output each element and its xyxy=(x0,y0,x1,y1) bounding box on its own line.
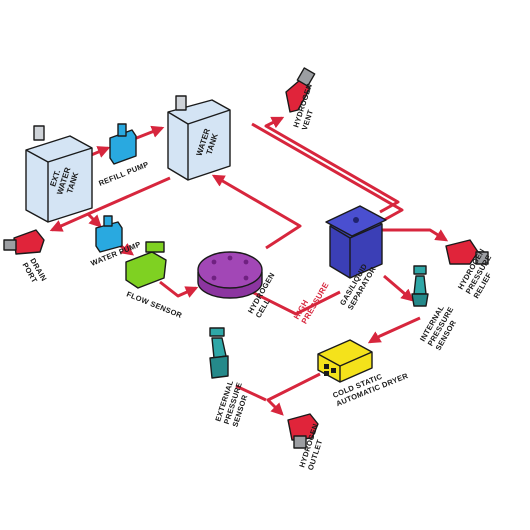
external-pressure-sensor: EXTERNAL PRESSURE SENSOR xyxy=(209,327,253,428)
automatic-dryer: COLD STATIC AUTOMATIC DRYER xyxy=(317,339,410,408)
pipe-refill-pump-to-water-tank xyxy=(133,125,165,141)
drain-port-label: DRAIN PORT xyxy=(20,257,49,290)
hydrogen-pressure-relief: HYDROGEN PRESSURE RELIEF xyxy=(445,239,494,300)
hydrogen-outlet: HYDROGEN OUTLET xyxy=(287,413,324,471)
pipe-separator-to-vent xyxy=(264,116,400,214)
pipe-ext-sensor-to-outlet xyxy=(235,384,267,402)
pipe-flow-sensor-to-cell xyxy=(159,280,199,298)
external-sensor-label: EXTERNAL PRESSURE SENSOR xyxy=(213,376,253,428)
refill-pump-label: REFILL PUMP xyxy=(97,160,150,188)
pipe-branch-to-water-pump xyxy=(86,212,102,228)
flow-sensor: FLOW SENSOR xyxy=(125,241,184,320)
hydrogen-cell: HYDROGEN CELL xyxy=(197,251,277,320)
water-tank: WATER TANK xyxy=(167,95,231,181)
pipe-separator-to-relief xyxy=(251,122,404,222)
pipe-relief-line xyxy=(380,228,449,242)
drain-port: DRAIN PORT xyxy=(3,229,49,290)
pipe-cell-to-separator xyxy=(247,288,341,316)
hydrogen-vent: HYDROGEN VENT xyxy=(285,67,316,131)
pipe-separator-to-internal-sensor xyxy=(383,274,414,302)
internal-pressure-sensor: INTERNAL PRESSURE SENSOR xyxy=(411,265,458,352)
pipe-cell-to-water-tank xyxy=(211,174,302,250)
refill-pump: REFILL PUMP xyxy=(97,123,150,188)
ext-water-tank: EXT. WATER TANK xyxy=(25,125,93,223)
ext-tank-label: EXT. WATER TANK xyxy=(47,161,82,198)
pipes xyxy=(49,116,449,416)
pipe-sensor-to-dryer xyxy=(367,316,421,344)
pipe-dryer-to-external xyxy=(266,372,321,416)
